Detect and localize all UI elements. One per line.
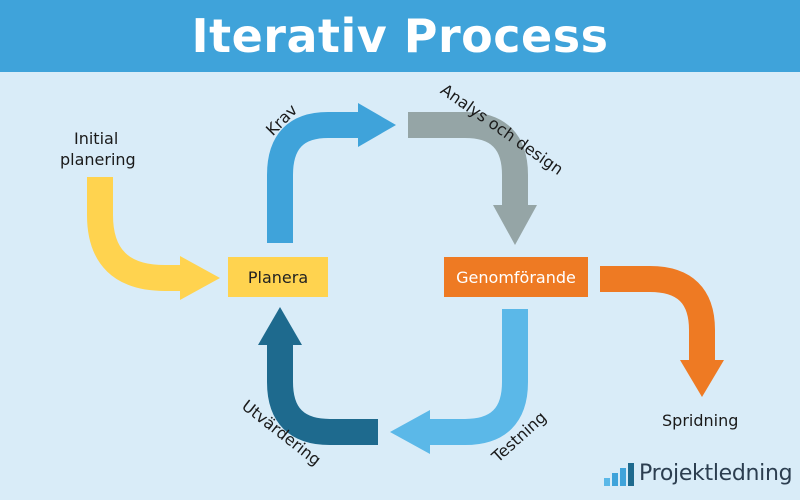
arrow-utvardering — [258, 307, 378, 445]
arrow-krav — [267, 103, 396, 243]
arrow-initial — [87, 177, 220, 300]
node-planera: Planera — [228, 257, 328, 297]
arrow-spridning — [600, 266, 724, 397]
node-planera-label: Planera — [247, 267, 309, 287]
arrow-analys — [408, 112, 537, 245]
label-initial-line2: planering — [60, 150, 136, 169]
label-initial-line1: Initial — [74, 129, 119, 148]
node-genomforande: Genomförande — [444, 257, 588, 297]
node-genomforande-label: Genomförande — [456, 267, 576, 287]
title-banner: Iterativ Process — [0, 0, 800, 72]
label-spridning: Spridning — [662, 411, 739, 430]
logo-text: Projektledning — [639, 461, 793, 486]
bar-chart-icon — [604, 462, 634, 486]
logo: Projektledning — [603, 461, 793, 486]
arrow-testning — [390, 309, 528, 454]
page-title: Iterativ Process — [191, 9, 609, 63]
